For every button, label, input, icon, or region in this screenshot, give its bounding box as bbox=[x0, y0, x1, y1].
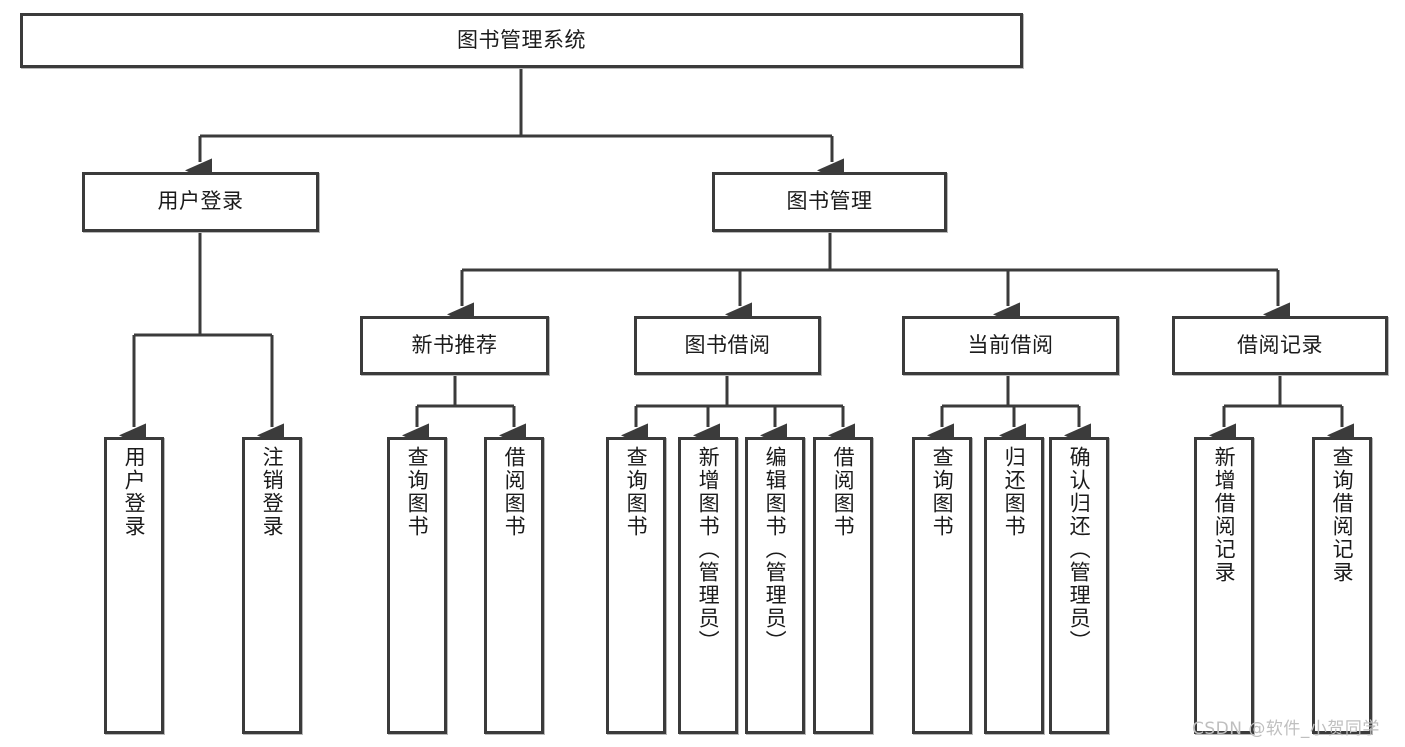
leaf-query-book-current-label: 查询图书 bbox=[930, 446, 955, 538]
leaf-query-borrow-record[interactable]: 查询借阅记录 bbox=[1312, 437, 1372, 734]
node-new-book-recommend[interactable]: 新书推荐 bbox=[360, 316, 549, 375]
node-current-borrow-label: 当前借阅 bbox=[967, 332, 1054, 357]
leaf-add-borrow-record[interactable]: 新增借阅记录 bbox=[1194, 437, 1254, 734]
node-root-label: 图书管理系统 bbox=[457, 27, 586, 52]
leaf-borrow-book-recommend[interactable]: 借阅图书 bbox=[484, 437, 544, 734]
leaf-logout-label: 注销登录 bbox=[260, 446, 285, 538]
leaf-edit-book[interactable]: 编辑图书（管理员） bbox=[745, 437, 805, 734]
leaf-query-book-borrow-label: 查询图书 bbox=[624, 446, 649, 538]
leaf-query-borrow-record-label: 查询借阅记录 bbox=[1330, 446, 1355, 584]
leaf-borrow-book-label: 借阅图书 bbox=[831, 446, 856, 538]
node-user-login[interactable]: 用户登录 bbox=[82, 172, 319, 232]
leaf-query-book-recommend-label: 查询图书 bbox=[405, 446, 430, 538]
leaf-user-login-label: 用户登录 bbox=[122, 446, 147, 538]
node-book-borrow[interactable]: 图书借阅 bbox=[634, 316, 821, 375]
leaf-user-login[interactable]: 用户登录 bbox=[104, 437, 164, 734]
leaf-confirm-return-label: 确认归还（管理员） bbox=[1067, 446, 1092, 653]
node-new-book-recommend-label: 新书推荐 bbox=[411, 332, 498, 357]
node-borrow-record[interactable]: 借阅记录 bbox=[1172, 316, 1388, 375]
leaf-query-book-borrow[interactable]: 查询图书 bbox=[606, 437, 666, 734]
leaf-return-book-label: 归还图书 bbox=[1002, 446, 1027, 538]
leaf-confirm-return[interactable]: 确认归还（管理员） bbox=[1049, 437, 1109, 734]
node-user-login-label: 用户登录 bbox=[157, 189, 244, 214]
node-root[interactable]: 图书管理系统 bbox=[20, 13, 1023, 68]
node-book-manage[interactable]: 图书管理 bbox=[712, 172, 947, 232]
leaf-borrow-book[interactable]: 借阅图书 bbox=[813, 437, 873, 734]
node-current-borrow[interactable]: 当前借阅 bbox=[902, 316, 1119, 375]
leaf-query-book-current[interactable]: 查询图书 bbox=[912, 437, 972, 734]
leaf-add-book[interactable]: 新增图书（管理员） bbox=[678, 437, 738, 734]
leaf-edit-book-label: 编辑图书（管理员） bbox=[763, 446, 788, 653]
csdn-watermark: CSDN @软件_小贺同学 bbox=[1192, 719, 1380, 739]
node-book-manage-label: 图书管理 bbox=[786, 189, 873, 214]
node-borrow-record-label: 借阅记录 bbox=[1237, 332, 1323, 357]
leaf-add-book-label: 新增图书（管理员） bbox=[696, 446, 721, 653]
node-book-borrow-label: 图书借阅 bbox=[684, 332, 771, 357]
leaf-return-book[interactable]: 归还图书 bbox=[984, 437, 1044, 734]
leaf-logout[interactable]: 注销登录 bbox=[242, 437, 302, 734]
leaf-query-book-recommend[interactable]: 查询图书 bbox=[387, 437, 447, 734]
leaf-borrow-book-recommend-label: 借阅图书 bbox=[502, 446, 527, 538]
leaf-add-borrow-record-label: 新增借阅记录 bbox=[1212, 446, 1237, 584]
